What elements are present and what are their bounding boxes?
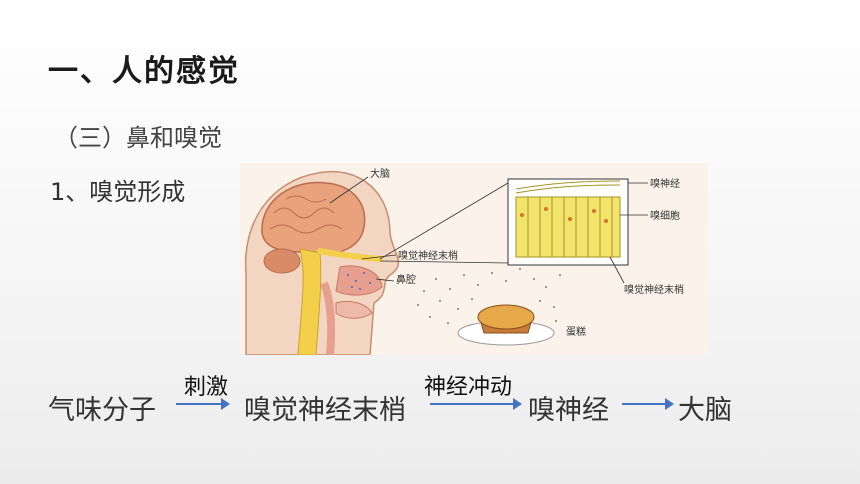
flow-edge-stimulate: 刺激	[184, 375, 229, 400]
mouth	[335, 300, 373, 319]
flow-edge-nerve-impulse: 神经冲动	[424, 375, 513, 400]
slide-title: 一、人的感觉	[48, 54, 240, 89]
flow-step-brain: 大脑	[678, 395, 732, 426]
odor-particles	[409, 268, 561, 324]
brain-shape	[261, 181, 366, 255]
nasal-cavity	[335, 265, 383, 296]
label-inset-nerve-ending: 嗅觉神经末梢	[624, 283, 684, 296]
flow-arrow-2	[430, 398, 522, 410]
inset-connector-1	[379, 182, 509, 260]
section-heading: 1、嗅觉形成	[50, 178, 186, 206]
brainstem	[297, 248, 322, 355]
brain-folds	[269, 195, 343, 234]
nerve-fibers	[515, 180, 621, 194]
olfaction-diagram: 大脑 嗅觉神经末梢 鼻腔 蛋糕 嗅神经 嗅细胞 嗅觉神经末梢	[240, 163, 708, 355]
slide-subtitle: （三）鼻和嗅觉	[54, 124, 222, 152]
label-nasal-cavity: 鼻腔	[396, 273, 416, 286]
throat	[320, 281, 336, 355]
olfaction-pathway: 气味分子 刺激 嗅觉神经末梢 神经冲动 嗅神经 大脑	[0, 370, 860, 430]
label-brain: 大脑	[370, 167, 390, 180]
inset-cells	[515, 196, 621, 258]
cell-lines	[527, 197, 613, 257]
cake-top	[477, 304, 535, 330]
label-olfactory-cell: 嗅细胞	[650, 209, 680, 222]
inset-connector-2	[379, 260, 509, 264]
cerebellum	[263, 248, 301, 274]
cell-nuclei	[520, 207, 608, 223]
flow-step-nerve-ending: 嗅觉神经末梢	[244, 395, 406, 426]
flow-arrow-1	[176, 398, 230, 410]
label-cake: 蛋糕	[566, 325, 586, 338]
flow-arrow-3	[622, 398, 674, 410]
nasal-dots	[347, 272, 371, 290]
olfaction-illustration: 大脑 嗅觉神经末梢 鼻腔 蛋糕 嗅神经 嗅细胞 嗅觉神经末梢	[244, 167, 684, 355]
flow-step-odor-molecule: 气味分子	[48, 395, 156, 426]
olfactory-bulb	[317, 248, 383, 262]
label-olfactory-nerve-ending: 嗅觉神经末梢	[398, 249, 458, 262]
label-olfactory-nerve: 嗅神经	[650, 177, 680, 190]
flow-step-olfactory-nerve: 嗅神经	[528, 395, 609, 426]
